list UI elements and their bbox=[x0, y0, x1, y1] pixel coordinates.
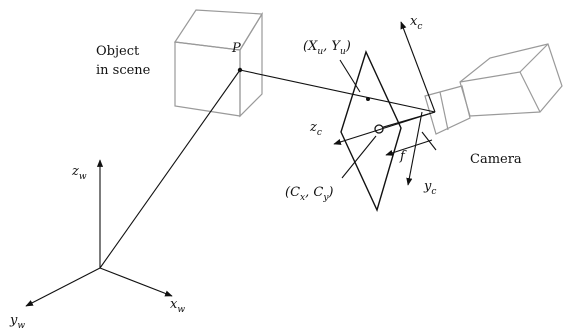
image-point-marker bbox=[366, 97, 370, 101]
camera-x-axis bbox=[400, 21, 436, 113]
image-point-label: (Xu, Yu) bbox=[303, 39, 351, 57]
zc-label: zc bbox=[309, 120, 322, 138]
object-label-line1: Object bbox=[96, 44, 140, 59]
world-to-point-line bbox=[99, 69, 241, 269]
camera-body bbox=[424, 43, 563, 135]
camera-z-axis bbox=[333, 111, 436, 145]
focal-length-arrow bbox=[385, 139, 433, 156]
zw-label: zw bbox=[71, 164, 87, 182]
point-p-label: P bbox=[231, 41, 241, 56]
projection-ray bbox=[239, 69, 436, 113]
world-x-axis bbox=[99, 267, 173, 297]
image-point-leader bbox=[339, 59, 361, 93]
focal-tick bbox=[421, 131, 437, 151]
focal-length-label: f bbox=[399, 149, 407, 164]
principal-point-label: (Cx, Cy) bbox=[285, 185, 334, 203]
xc-label: xc bbox=[410, 14, 422, 32]
point-p-marker bbox=[237, 67, 243, 73]
object-cube bbox=[173, 9, 264, 118]
image-plane bbox=[340, 50, 402, 212]
camera-y-axis bbox=[406, 111, 423, 186]
camera-label: Camera bbox=[470, 152, 522, 167]
world-y-axis bbox=[25, 267, 101, 307]
object-label-line2: in scene bbox=[96, 63, 151, 78]
yc-label: yc bbox=[423, 179, 436, 197]
yw-label: yw bbox=[9, 313, 25, 331]
principal-point-leader bbox=[341, 135, 377, 179]
xw-label: xw bbox=[170, 297, 185, 315]
